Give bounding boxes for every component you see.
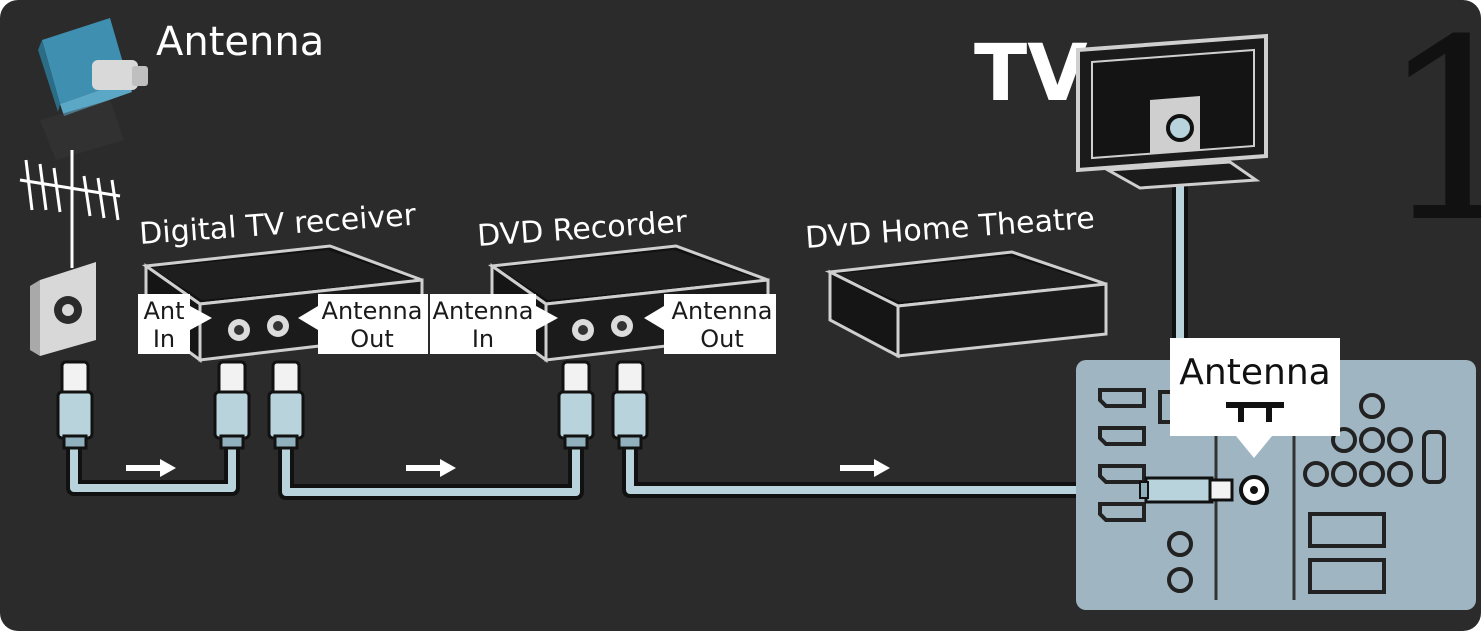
recorder-in-text-1: Antenna: [433, 297, 534, 325]
tv-set: [1076, 33, 1268, 190]
antenna-plug-icon: [38, 18, 148, 160]
antenna-title: Antenna: [156, 19, 324, 65]
recorder-antenna-out-callout: Antenna Out: [644, 294, 776, 354]
recorder-out-text-2: Out: [700, 325, 744, 353]
tv-antenna-callout: Antenna: [1170, 338, 1340, 458]
receiver-out-text-2: Out: [350, 325, 394, 353]
receiver-label: Digital TV receiver: [138, 198, 418, 252]
receiver-antenna-out-callout: Antenna Out: [298, 294, 428, 354]
wall-socket-icon: [30, 262, 96, 356]
receiver-in-text-1: Ant: [143, 297, 184, 325]
aerial-icon: [19, 150, 121, 268]
dvd-home-theatre: [824, 250, 1108, 359]
theatre-label: DVD Home Theatre: [804, 201, 1096, 256]
recorder-label: DVD Recorder: [476, 204, 689, 254]
recorder-out-text-1: Antenna: [672, 297, 773, 325]
flow-arrow-icon: [126, 459, 890, 477]
step-number: 1: [1378, 0, 1481, 277]
receiver-out-text-1: Antenna: [322, 297, 423, 325]
antenna-symbol-icon: [1226, 402, 1284, 422]
tv-antenna-callout-title: Antenna: [1179, 352, 1330, 393]
receiver-in-text-2: In: [153, 325, 175, 353]
coax-plugs: [56, 360, 649, 450]
receiver-ant-in-callout: Ant In: [138, 294, 212, 354]
recorder-antenna-in-callout: Antenna In: [430, 294, 558, 354]
recorder-in-text-2: In: [472, 325, 494, 353]
tv-label: TV: [974, 29, 1088, 119]
